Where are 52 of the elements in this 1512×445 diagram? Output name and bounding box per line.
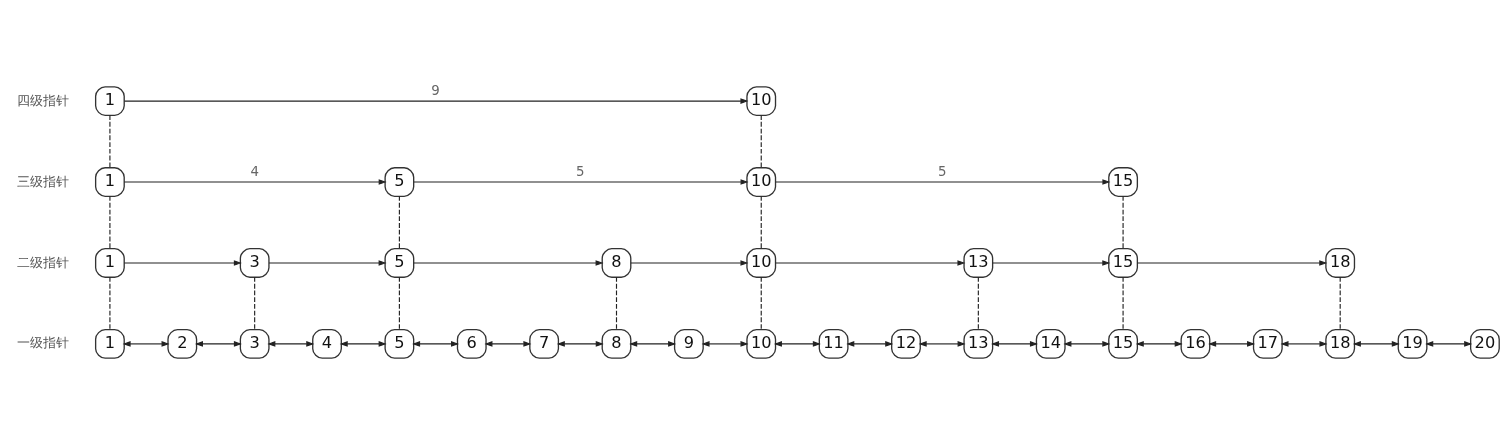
edge-label: 5 [576,163,585,179]
arrow [773,341,821,347]
arrow [123,98,749,104]
label: 二级指针 [17,254,70,270]
label: 四级指针 [17,92,70,108]
arrow [1352,341,1400,347]
arrow [1136,260,1328,266]
arrow [775,260,966,266]
connector [760,276,762,331]
arrow [267,341,315,347]
arrow [1063,341,1111,347]
arrow [413,179,749,185]
connector [977,276,979,331]
arrow [339,341,387,347]
arrow [991,341,1038,347]
edge-label: 5 [937,163,947,179]
arrow [123,179,387,185]
arrow [629,341,677,347]
label: 三级指针 [17,173,70,189]
arrow [268,260,387,266]
label: 一级指针 [17,335,70,351]
arrow [1425,341,1473,347]
connector [109,195,111,250]
arrow [701,341,749,347]
arrow [1135,341,1183,347]
connector [254,276,256,331]
arrow [413,260,604,266]
arrow [412,341,459,347]
connector [109,114,111,169]
arrow [630,260,749,266]
connector [109,276,111,331]
connector [760,114,762,169]
arrow [556,341,604,347]
edge-label: 9 [431,82,440,98]
arrow [846,341,894,347]
connector [1339,276,1341,331]
arrow [1208,341,1256,347]
arrow [484,341,532,347]
edge-label: 4 [250,163,259,179]
arrow [775,179,1111,185]
connector [760,195,762,250]
arrow [992,260,1111,266]
arrow [122,341,170,347]
connector [615,276,618,331]
arrow [918,341,966,347]
connector [1122,276,1124,331]
arrow [1280,341,1328,347]
connector [1122,195,1124,250]
connector [398,276,400,331]
connector [398,195,400,250]
arrow [123,260,242,266]
arrow [194,341,242,347]
